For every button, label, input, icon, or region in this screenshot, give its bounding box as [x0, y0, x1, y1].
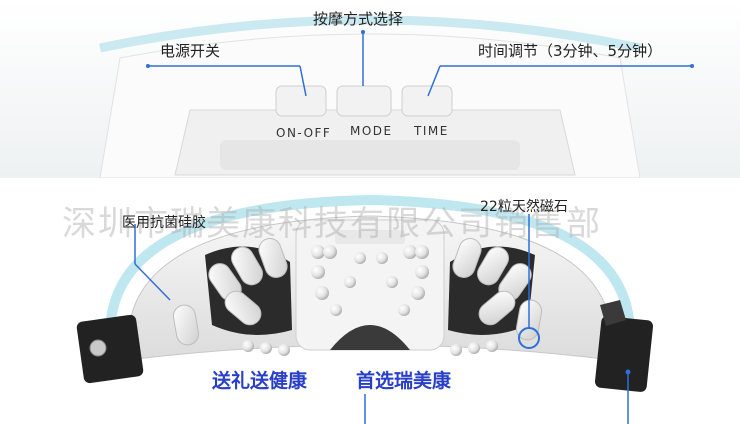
company-watermark: 深圳市瑞美康科技有限公司销售部	[62, 204, 602, 244]
slogan-box	[202, 360, 478, 394]
magnet-label: 22粒天然磁石	[480, 199, 568, 215]
top-rim	[99, 15, 641, 53]
time-adjust-label: 时间调节（3分钟、5分钟）	[478, 42, 663, 60]
silicone-label: 医用抗菌硅胶	[122, 215, 206, 231]
power-switch-label: 电源开关	[160, 42, 221, 60]
right-strap	[594, 316, 654, 392]
left-strap	[76, 314, 144, 384]
strap-button	[89, 339, 107, 357]
slogan-part-2: 首选瑞美康	[356, 370, 452, 392]
time-switch-shape	[401, 85, 453, 117]
slogan-part-1: 送礼送健康	[212, 370, 308, 392]
on-off-button-label: ON-OFF	[276, 126, 332, 140]
mode-button-label: MODE	[350, 124, 393, 138]
mode-switch-shape	[336, 85, 392, 117]
massage-nodes	[242, 245, 498, 356]
time-button-label: TIME	[414, 124, 449, 138]
on-off-switch-shape	[275, 85, 327, 117]
left-rollers	[172, 238, 288, 346]
mode-select-label: 按摩方式选择	[313, 10, 404, 28]
